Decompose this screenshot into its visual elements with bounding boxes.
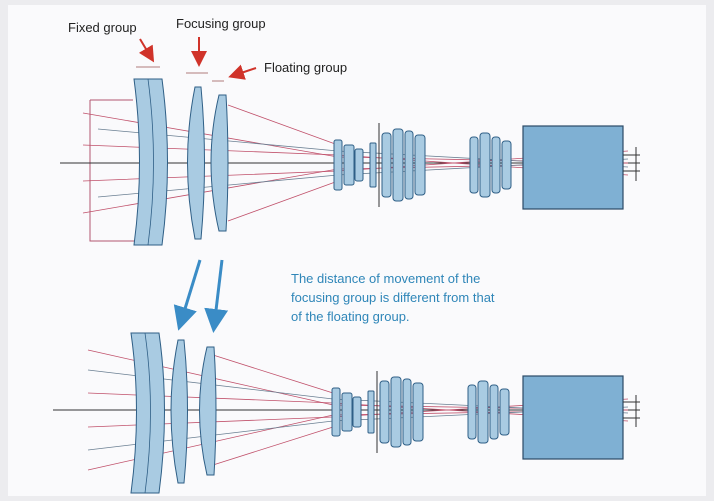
floating-group-arrow	[228, 64, 257, 80]
bottom-optical-layout	[53, 332, 640, 494]
fixed-group-arrow	[138, 38, 155, 63]
bottom-rear-lenses	[331, 376, 510, 448]
top-prism-block	[522, 125, 624, 210]
lens-diagram: Fixed group Focusing group Floating grou…	[53, 16, 640, 494]
floating-movement-arrow	[204, 259, 229, 333]
movement-note-line-2: focusing group is different from that	[291, 290, 495, 305]
top-fixed-lens	[133, 78, 168, 246]
top-optical-layout	[60, 78, 640, 246]
top-floating-lens	[210, 94, 229, 232]
top-focusing-lens	[187, 86, 205, 240]
floating-group-label: Floating group	[264, 60, 347, 75]
movement-note-line-1: The distance of movement of the	[291, 271, 480, 286]
focusing-group-label: Focusing group	[176, 16, 266, 31]
bottom-focusing-lens	[170, 339, 188, 484]
bottom-fixed-lens	[130, 332, 165, 494]
fixed-group-label: Fixed group	[68, 20, 137, 35]
diagram-frame: Fixed group Focusing group Floating grou…	[8, 5, 706, 496]
top-frame-bracket	[89, 99, 138, 242]
focusing-movement-arrow	[173, 259, 202, 331]
bottom-prism-block	[522, 375, 624, 460]
bottom-floating-lens	[199, 346, 217, 476]
movement-note-line-3: of the floating group.	[291, 309, 410, 324]
top-rear-lenses	[333, 128, 512, 202]
